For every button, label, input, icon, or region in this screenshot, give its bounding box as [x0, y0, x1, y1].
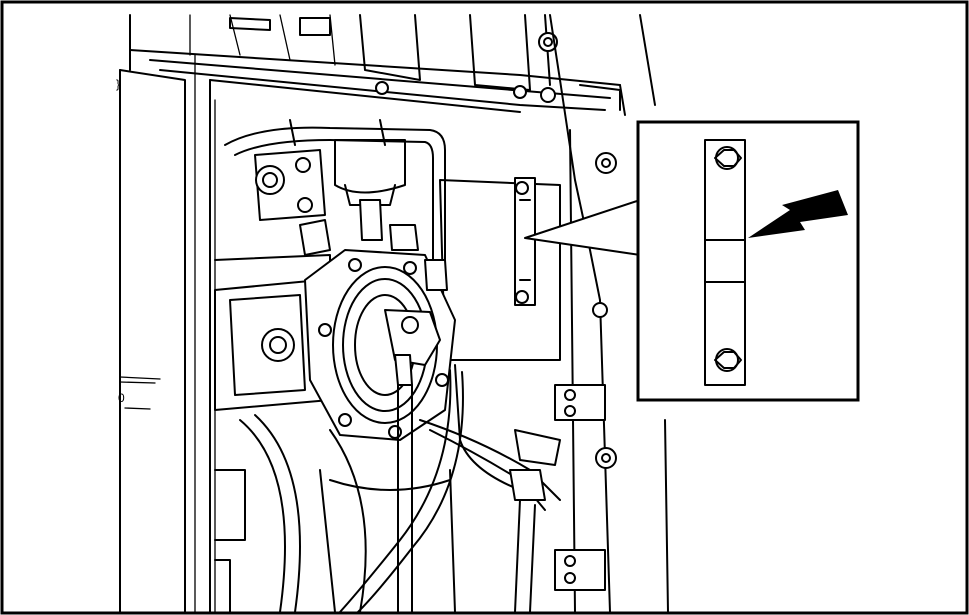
hoses [239, 364, 561, 613]
hydraulic-pump [214, 149, 561, 441]
top-frame-rails [129, 14, 621, 113]
callout-leader [524, 199, 641, 256]
lower-housing [214, 469, 456, 613]
right-side-panel [549, 14, 669, 613]
hex-bolt-bottom-icon [714, 351, 742, 369]
reservoir [224, 119, 446, 281]
hex-bolt-top-icon [714, 149, 742, 167]
margin-fragment-top: } [116, 77, 120, 91]
callout-inset [636, 120, 860, 402]
pointer-arrow-icon [748, 190, 848, 238]
margin-fragment-bottom: 0 [118, 391, 125, 405]
bracket-strip [704, 139, 746, 386]
left-side-panel: } 0 [116, 54, 216, 613]
